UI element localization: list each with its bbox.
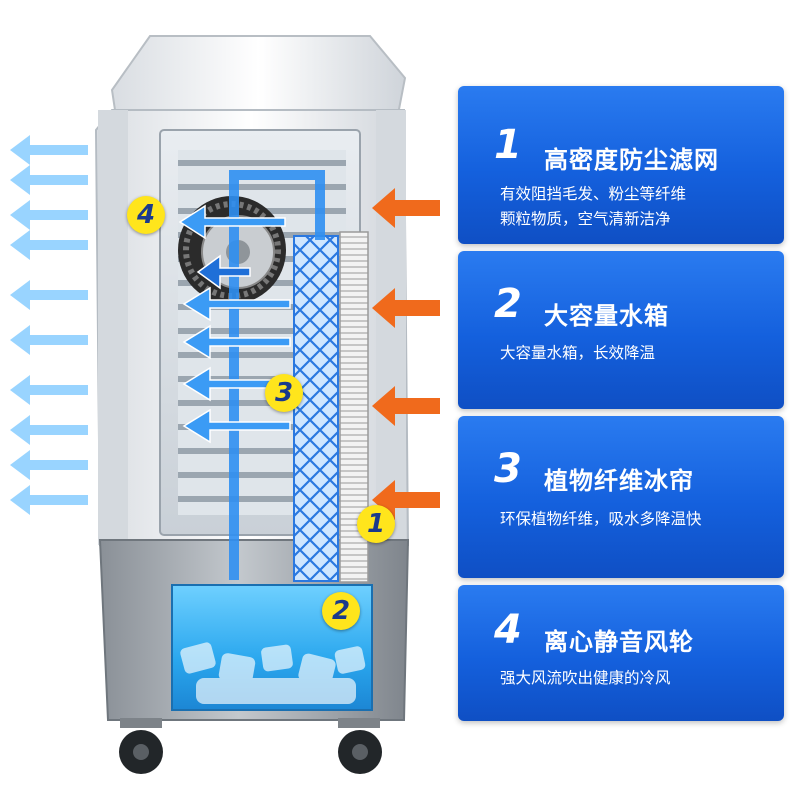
feature-title: 大容量水箱 [544,302,669,330]
callout-water-tank: 2 [322,592,360,630]
feature-title: 高密度防尘滤网 [544,146,719,174]
feature-panel-filter: 1 高密度防尘滤网 有效阻挡毛发、粉尘等纤维 颗粒物质，空气清新洁净 [458,86,784,244]
feature-panel-water-tank: 2 大容量水箱 大容量水箱，长效降温 [458,251,784,409]
feature-number: 1 [494,122,522,168]
feature-desc-line: 有效阻挡毛发、粉尘等纤维 [500,185,687,203]
ice-cubes [180,642,366,704]
callout-cooling-pad: 3 [265,374,303,412]
feature-panel-fan: 4 离心静音风轮 强大风流吹出健康的冷风 [458,585,784,721]
feature-panel-cooling-pad: 3 植物纤维冰帘 环保植物纤维，吸水多降温快 [458,416,784,578]
cooling-pad [293,235,339,582]
caster-wheels [119,718,382,774]
feature-number: 4 [494,607,522,653]
feature-desc-line: 大容量水箱，长效降温 [500,344,656,362]
feature-number: 3 [494,446,522,492]
feature-desc-line: 环保植物纤维，吸水多降温快 [500,510,702,528]
callout-fan: 4 [127,196,165,234]
feature-title: 植物纤维冰帘 [544,467,694,495]
feature-desc-line: 强大风流吹出健康的冷风 [500,669,671,687]
airflow-channel [229,170,325,580]
outflow-arrows [10,135,88,515]
callout-filter: 1 [357,505,395,543]
feature-desc-line: 颗粒物质，空气清新洁净 [500,210,671,228]
feature-title: 离心静音风轮 [544,628,694,656]
internal-flow-arrows [178,204,291,444]
feature-number: 2 [494,281,522,327]
